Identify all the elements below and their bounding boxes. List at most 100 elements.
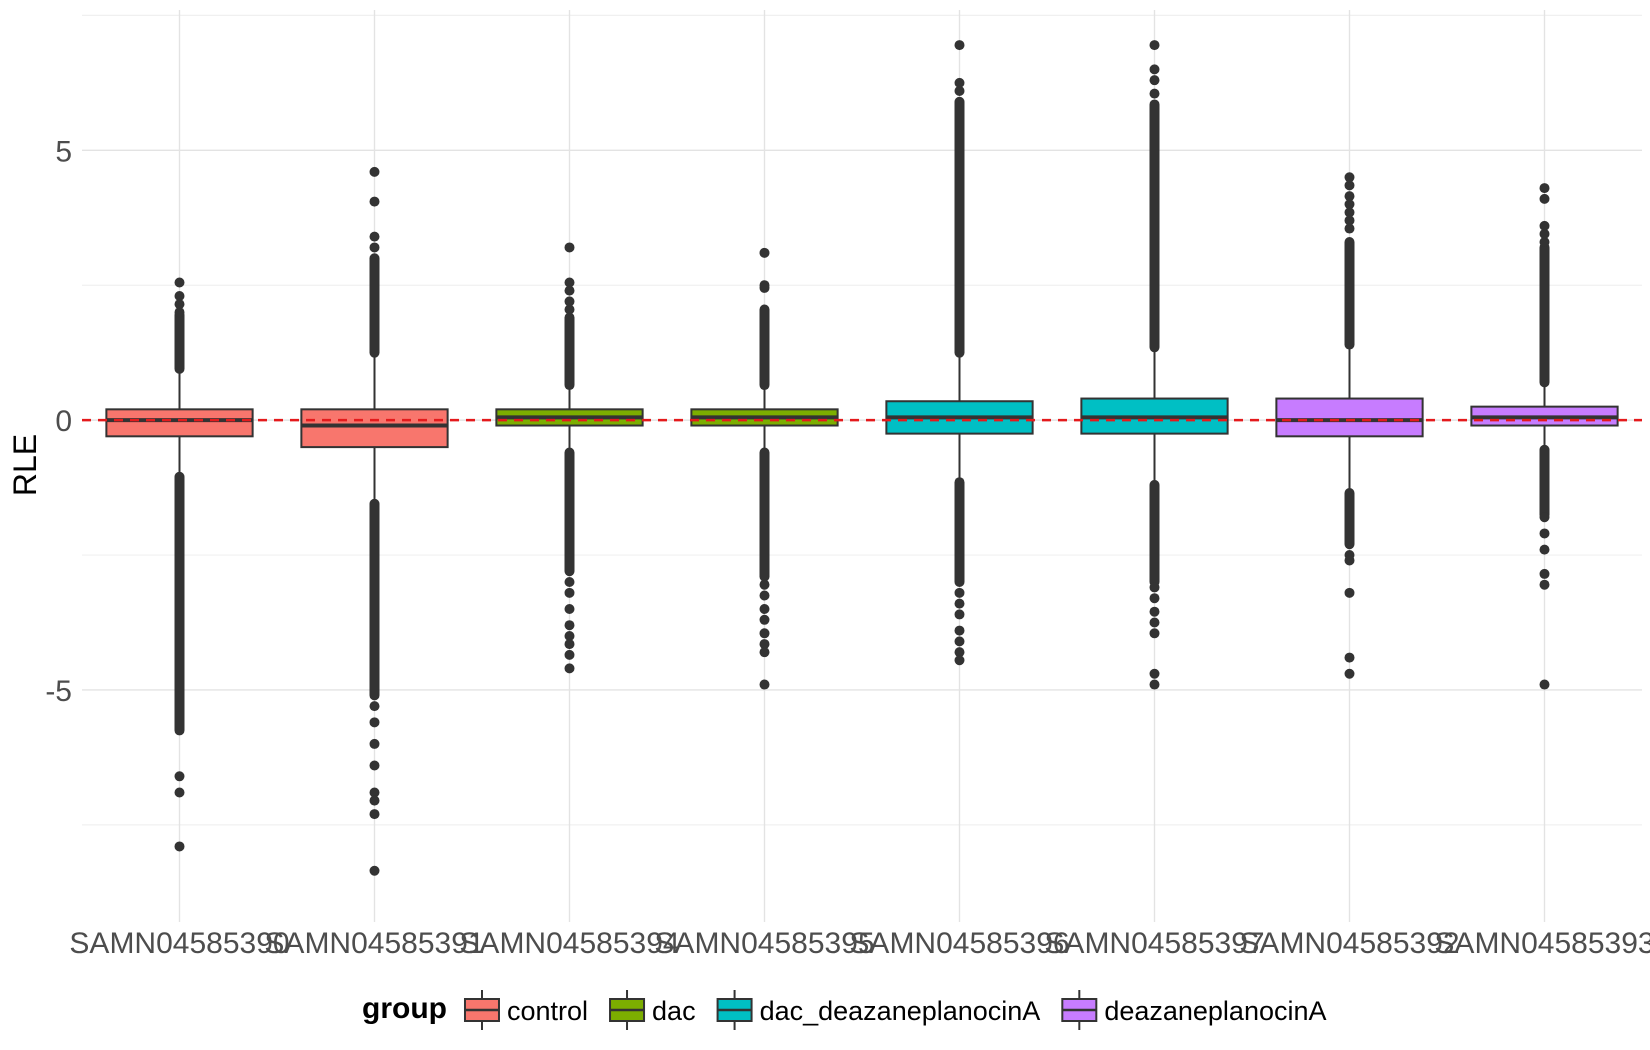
outlier-point	[564, 285, 575, 296]
outlier-point	[1539, 568, 1550, 579]
outlier-point	[174, 299, 185, 310]
x-tick-label: SAMN04585394	[459, 927, 679, 960]
outlier-band	[1539, 444, 1550, 520]
outlier-band	[174, 471, 185, 736]
outlier-point	[1149, 88, 1160, 99]
box-body	[300, 408, 449, 449]
outlier-point	[1539, 544, 1550, 555]
outlier-point	[369, 166, 380, 177]
outlier-point	[1149, 606, 1160, 617]
box-group	[885, 40, 1034, 666]
outlier-point	[174, 841, 185, 852]
outlier-point	[1539, 193, 1550, 204]
outlier-point	[954, 598, 965, 609]
legend-key	[716, 990, 753, 1030]
outlier-band	[564, 447, 575, 577]
x-tick-label: SAMN04585390	[69, 927, 289, 960]
outlier-point	[759, 247, 770, 258]
outlier-point	[1539, 512, 1550, 523]
outlier-point	[564, 639, 575, 650]
outlier-band	[369, 498, 380, 701]
outlier-point	[174, 291, 185, 302]
outlier-point	[1344, 199, 1355, 210]
outlier-point	[564, 604, 575, 615]
outlier-point	[954, 40, 965, 51]
y-tick-label: 5	[55, 135, 72, 168]
outlier-point	[759, 590, 770, 601]
legend-label: control	[507, 996, 588, 1026]
outlier-point	[564, 587, 575, 598]
x-tick-label: SAMN04585395	[654, 927, 874, 960]
legend-label: dac	[652, 996, 696, 1026]
outlier-point	[174, 307, 185, 318]
outlier-point	[369, 809, 380, 820]
outlier-point	[564, 242, 575, 253]
outlier-band	[1149, 99, 1160, 353]
outlier-point	[1344, 587, 1355, 598]
outlier-point	[759, 639, 770, 650]
outlier-point	[369, 787, 380, 798]
outlier-band	[759, 304, 770, 391]
y-axis-title: RLE	[7, 434, 43, 496]
x-tick-label: SAMN04585391	[264, 927, 484, 960]
outlier-point	[759, 628, 770, 639]
outlier-point	[1149, 679, 1160, 690]
outlier-point	[564, 630, 575, 641]
outlier-point	[174, 771, 185, 782]
outlier-band	[1344, 237, 1355, 350]
outlier-point	[369, 865, 380, 876]
outlier-point	[1149, 593, 1160, 604]
outlier-band	[564, 312, 575, 391]
x-tick-label: SAMN04585393	[1434, 927, 1650, 960]
outlier-point	[1149, 64, 1160, 75]
outlier-point	[954, 609, 965, 620]
outlier-point	[1149, 668, 1160, 679]
outlier-band	[759, 447, 770, 582]
x-tick-label: SAMN04585397	[1044, 927, 1264, 960]
outlier-band	[954, 96, 965, 358]
outlier-point	[564, 296, 575, 307]
legend-label: deazaneplanocinA	[1104, 996, 1326, 1026]
outlier-point	[1539, 528, 1550, 539]
y-tick-label: 0	[55, 405, 72, 438]
outlier-point	[564, 663, 575, 674]
x-tick-label: SAMN04585396	[849, 927, 1069, 960]
outlier-point	[1539, 679, 1550, 690]
box-group	[300, 166, 449, 876]
outlier-point	[1149, 40, 1160, 51]
outlier-point	[954, 85, 965, 96]
outlier-point	[1344, 207, 1355, 218]
outlier-point	[564, 577, 575, 588]
grid-layer	[82, 10, 1642, 922]
outlier-band	[369, 253, 380, 358]
outlier-band	[1344, 487, 1355, 550]
outlier-point	[174, 277, 185, 288]
outlier-point	[564, 304, 575, 315]
outlier-point	[759, 604, 770, 615]
outlier-point	[1149, 75, 1160, 86]
outlier-point	[1344, 180, 1355, 191]
box-body	[105, 408, 254, 438]
y-tick-label: -5	[45, 675, 72, 708]
outlier-point	[369, 242, 380, 253]
outlier-point	[1539, 579, 1550, 590]
box-layer	[105, 40, 1619, 876]
outlier-point	[369, 760, 380, 771]
outlier-band	[174, 309, 185, 374]
outlier-point	[369, 231, 380, 242]
box-group	[1470, 183, 1619, 690]
outlier-point	[1539, 237, 1550, 248]
legend-key	[463, 990, 500, 1030]
outlier-band	[1539, 242, 1550, 388]
legend-key	[609, 990, 646, 1030]
outlier-point	[1344, 555, 1355, 566]
outlier-point	[1344, 652, 1355, 663]
box-group	[495, 242, 644, 674]
outlier-point	[1149, 628, 1160, 639]
outlier-point	[1149, 617, 1160, 628]
outlier-point	[759, 280, 770, 291]
box-body	[1275, 397, 1424, 438]
